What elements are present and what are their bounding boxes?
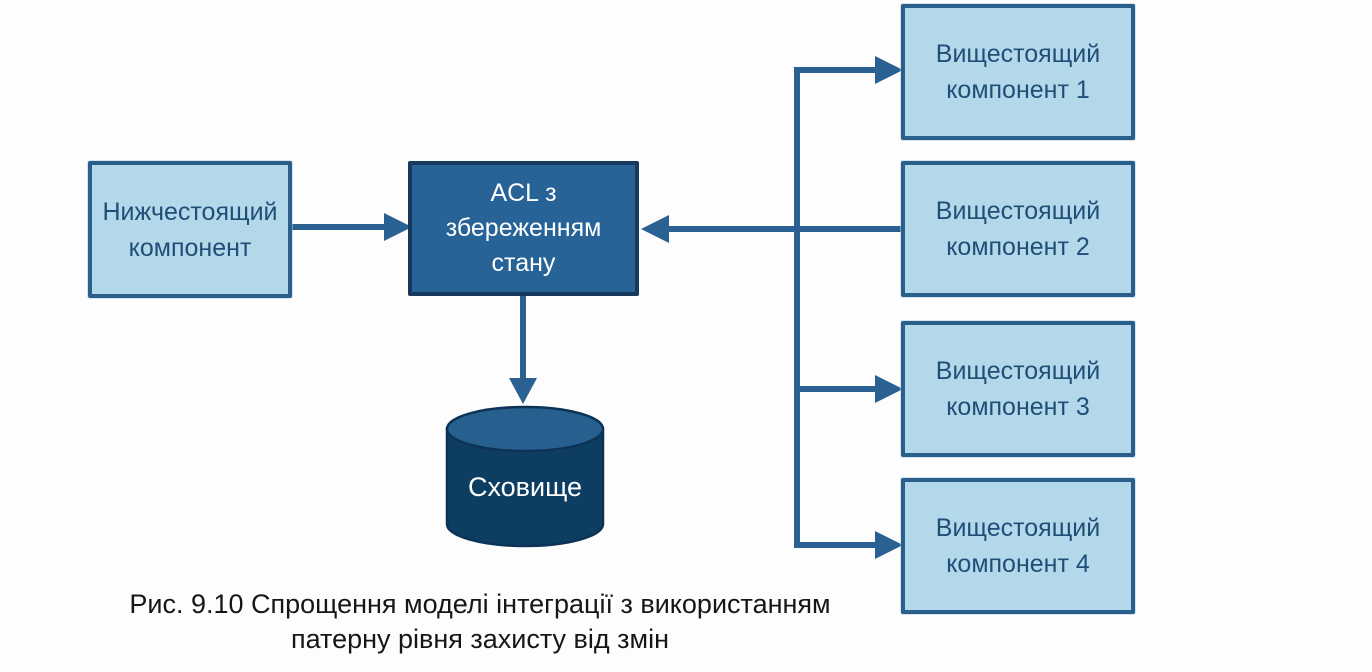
node-label-line: компонент xyxy=(128,233,252,262)
node-label-line: Вищестоящий xyxy=(935,40,1101,68)
edge-downstream-to-acl xyxy=(292,213,412,241)
node-label-line: збереженням xyxy=(445,214,602,242)
node-label-line: ACL з xyxy=(490,179,557,207)
node-label-line: Вищестоящий xyxy=(935,197,1101,225)
edge-trunk-to-upstream1 xyxy=(794,56,903,84)
node-label-line: Вищестоящий xyxy=(935,514,1101,542)
figure-caption-line-1: Рис. 9.10 Спрощення моделі інтеграції з … xyxy=(129,589,831,619)
node-upstream-component-1: Вищестоящий компонент 1 xyxy=(901,4,1135,140)
node-label-line: Вищестоящий xyxy=(935,357,1101,385)
node-upstream-component-3: Вищестоящий компонент 3 xyxy=(901,321,1135,457)
node-label-line: компонент 4 xyxy=(946,550,1090,578)
node-label-line: компонент 1 xyxy=(946,76,1090,104)
node-acl: ACL з збереженням стану xyxy=(408,161,639,296)
node-label-line: компонент 2 xyxy=(946,233,1090,261)
figure-caption: Рис. 9.10 Спрощення моделі інтеграції з … xyxy=(110,587,850,657)
figure-caption-line-2: патерну рівня захисту від змін xyxy=(290,624,670,654)
edge-trunk-to-upstream3 xyxy=(794,375,903,403)
edge-upstream2-to-acl xyxy=(641,215,901,243)
node-label-line: Нижчестоящий xyxy=(102,197,278,226)
node-upstream-component-2: Вищестоящий компонент 2 xyxy=(901,161,1135,297)
edge-trunk-to-upstream4 xyxy=(794,531,903,559)
node-label-line: компонент 3 xyxy=(946,393,1090,421)
node-downstream-component: Нижчестоящий компонент xyxy=(88,161,292,298)
node-label-line: стану xyxy=(491,249,556,277)
edge-acl-to-storage xyxy=(509,296,537,404)
storage-label: Сховище xyxy=(467,472,583,502)
storage-cylinder xyxy=(445,405,605,548)
node-upstream-component-4: Вищестоящий компонент 4 xyxy=(901,478,1135,614)
